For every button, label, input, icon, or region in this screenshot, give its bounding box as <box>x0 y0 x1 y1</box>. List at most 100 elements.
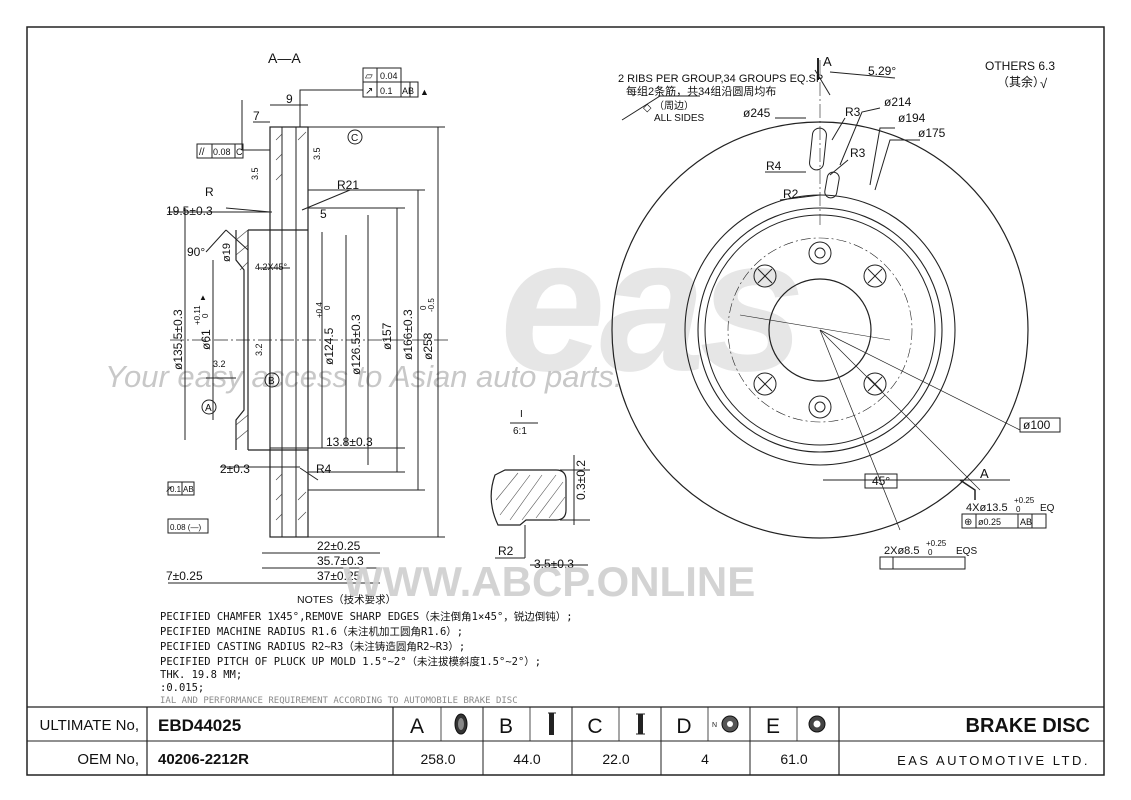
parallel-symbol-icon: // <box>199 147 205 158</box>
dim-124-5-tol2: 0 <box>323 305 332 310</box>
note-2: PECIFIED MACHINE RADIUS R1.6（未注机加工圆角R1.6… <box>160 625 463 638</box>
title-block <box>27 706 1104 775</box>
column-c-letter: C <box>587 715 602 738</box>
triangle-marker-icon: ▲ <box>420 87 429 97</box>
datum-b: B <box>268 376 275 387</box>
view-a-side: A <box>980 466 989 481</box>
dim-2: 2±0.3 <box>220 462 250 476</box>
dim-19: ø19 <box>221 243 233 262</box>
dim-245: ø245 <box>743 106 771 120</box>
column-e-letter: E <box>766 715 780 738</box>
radius-r4-front: R4 <box>766 159 782 173</box>
column-d-letter: D <box>676 715 691 738</box>
roughness-35a: 3.5 <box>312 147 322 160</box>
eas-watermark-logo: eas <box>500 199 805 411</box>
column-b-letter: B <box>499 715 513 738</box>
holes-4x-tol: +0.25 <box>1014 496 1035 505</box>
column-c-value: 22.0 <box>602 751 629 767</box>
holes-4x-tol2: 0 <box>1016 505 1021 514</box>
note-5: THK. 19.8 MM; <box>160 669 242 681</box>
company-name: EAS AUTOMOTIVE LTD. <box>897 753 1090 768</box>
section-view-a-a <box>167 67 450 584</box>
dim-7-top: 7 <box>253 109 260 123</box>
dim-258-tol: 0 <box>419 305 428 310</box>
holes-4x-eq: EQ <box>1040 503 1055 514</box>
dim-61-tol2: 0 <box>201 313 210 318</box>
holes-4x-gdt: ø0.25 <box>978 517 1001 527</box>
detail-view-i <box>490 422 590 566</box>
front-view-disc <box>611 58 1061 570</box>
others-cn: （其余） <box>997 74 1045 89</box>
roughness-32b: 3.2 <box>254 343 264 356</box>
radius-r2-front: R2 <box>783 187 799 201</box>
runout-small-symbol-icon: ↗ <box>165 484 173 494</box>
dim-214: ø214 <box>884 95 912 109</box>
runout-tolerance: 0.1 <box>380 86 393 96</box>
note-4: PECIFIED PITCH OF PLUCK UP MOLD 1.5°~2°（… <box>160 655 541 668</box>
column-e-value: 61.0 <box>780 751 807 767</box>
others-roughness-icon: √ <box>1040 76 1048 91</box>
notes-title: NOTES（技术要求） <box>297 593 396 606</box>
section-view-labels: A—A 0.04 ▱ ↗ 0.1 AB ▲ 9 7 C // 0.08 C 3.… <box>165 50 436 583</box>
disc-diameter-icon <box>454 713 468 735</box>
column-a-letter: A <box>410 715 424 738</box>
parallel-datum: C <box>236 147 243 157</box>
dim-126-5: ø126.5±0.3 <box>349 314 363 375</box>
ultimate-label: ULTIMATE No, <box>40 717 139 734</box>
bolt-holes <box>753 241 887 419</box>
roughness-35b: 3.5 <box>250 167 260 180</box>
column-b-value: 44.0 <box>513 751 540 767</box>
radius-r3b: R3 <box>850 146 866 160</box>
runout-symbol-icon: ↗ <box>365 86 373 97</box>
detail-scale: 6:1 <box>513 426 527 437</box>
holes-2x-label: 2Xø8.5 <box>884 545 919 557</box>
holes-2x-tol: +0.25 <box>926 539 947 548</box>
dim-22: 22±0.25 <box>317 539 361 553</box>
detail-view-labels: I 6:1 0.3±0.2 R2 3.5±0.3 <box>498 409 588 571</box>
note-7: IAL AND PERFORMANCE REQUIREMENT ACCORDIN… <box>160 696 518 706</box>
position-symbol-icon: ⊕ <box>964 517 972 528</box>
bottom-parallel-tolerance: 0.08 (—) <box>170 523 201 532</box>
dim-61-tol: +0.11 <box>193 305 202 325</box>
dim-13-8: 13.8±0.3 <box>326 435 373 449</box>
dim-124-5-tol: +0.4 <box>315 302 324 318</box>
parallel-tolerance: 0.08 <box>213 147 231 157</box>
flatness-tolerance: 0.04 <box>380 71 398 81</box>
dim-124-5: ø124.5 <box>322 327 336 365</box>
dim-9: 9 <box>286 92 293 106</box>
triangle-61-icon: ▲ <box>199 293 207 302</box>
dim-258-tol2: -0.5 <box>427 298 436 312</box>
radius-r3a: R3 <box>845 105 861 119</box>
title-block-text: ULTIMATE No, EBD44025 OEM No, 40206-2212… <box>40 715 1090 768</box>
all-sides-en: ALL SIDES <box>654 113 705 124</box>
dim-5: 5 <box>320 207 327 221</box>
dim-100: ø100 <box>1023 418 1051 432</box>
dim-35-7: 35.7±0.3 <box>317 554 364 568</box>
dim-157: ø157 <box>380 322 394 350</box>
ribs-note-en: 2 RIBS PER GROUP,34 GROUPS EQ.SP <box>618 73 823 85</box>
detail-scale-top: I <box>520 409 523 420</box>
dim-258: ø258 <box>421 332 435 360</box>
column-d-value: 4 <box>701 751 709 767</box>
watermark-site: WWW.ABCP.ONLINE <box>343 558 755 605</box>
dim-166: ø166±0.3 <box>401 309 415 360</box>
product-name: BRAKE DISC <box>966 715 1090 737</box>
dim-37: 37±0.25 <box>317 569 361 583</box>
svg-text:N: N <box>712 722 717 729</box>
holes-2x-eq: EQS <box>956 546 977 557</box>
dim-7: 7±0.25 <box>166 569 203 583</box>
technical-notes: NOTES（技术要求） PECIFIED CHAMFER 1X45°,REMOV… <box>160 593 573 706</box>
radius-r: R <box>205 185 214 199</box>
disc-thickness-icon <box>636 713 645 735</box>
note-3: PECIFIED CASTING RADIUS R2~R3（未注铸造圆角R2~R… <box>160 640 465 653</box>
dim-19-5: 19.5±0.3 <box>166 204 213 218</box>
dim-194: ø194 <box>898 111 926 125</box>
bolt-count-icon: N <box>712 715 739 733</box>
center-bore-icon <box>808 715 826 733</box>
radius-r21: R21 <box>337 178 359 192</box>
ultimate-value: EBD44025 <box>158 716 241 735</box>
holes-2x-tol2: 0 <box>928 548 933 557</box>
dim-175: ø175 <box>918 126 946 140</box>
angle-45: 45° <box>872 474 890 488</box>
